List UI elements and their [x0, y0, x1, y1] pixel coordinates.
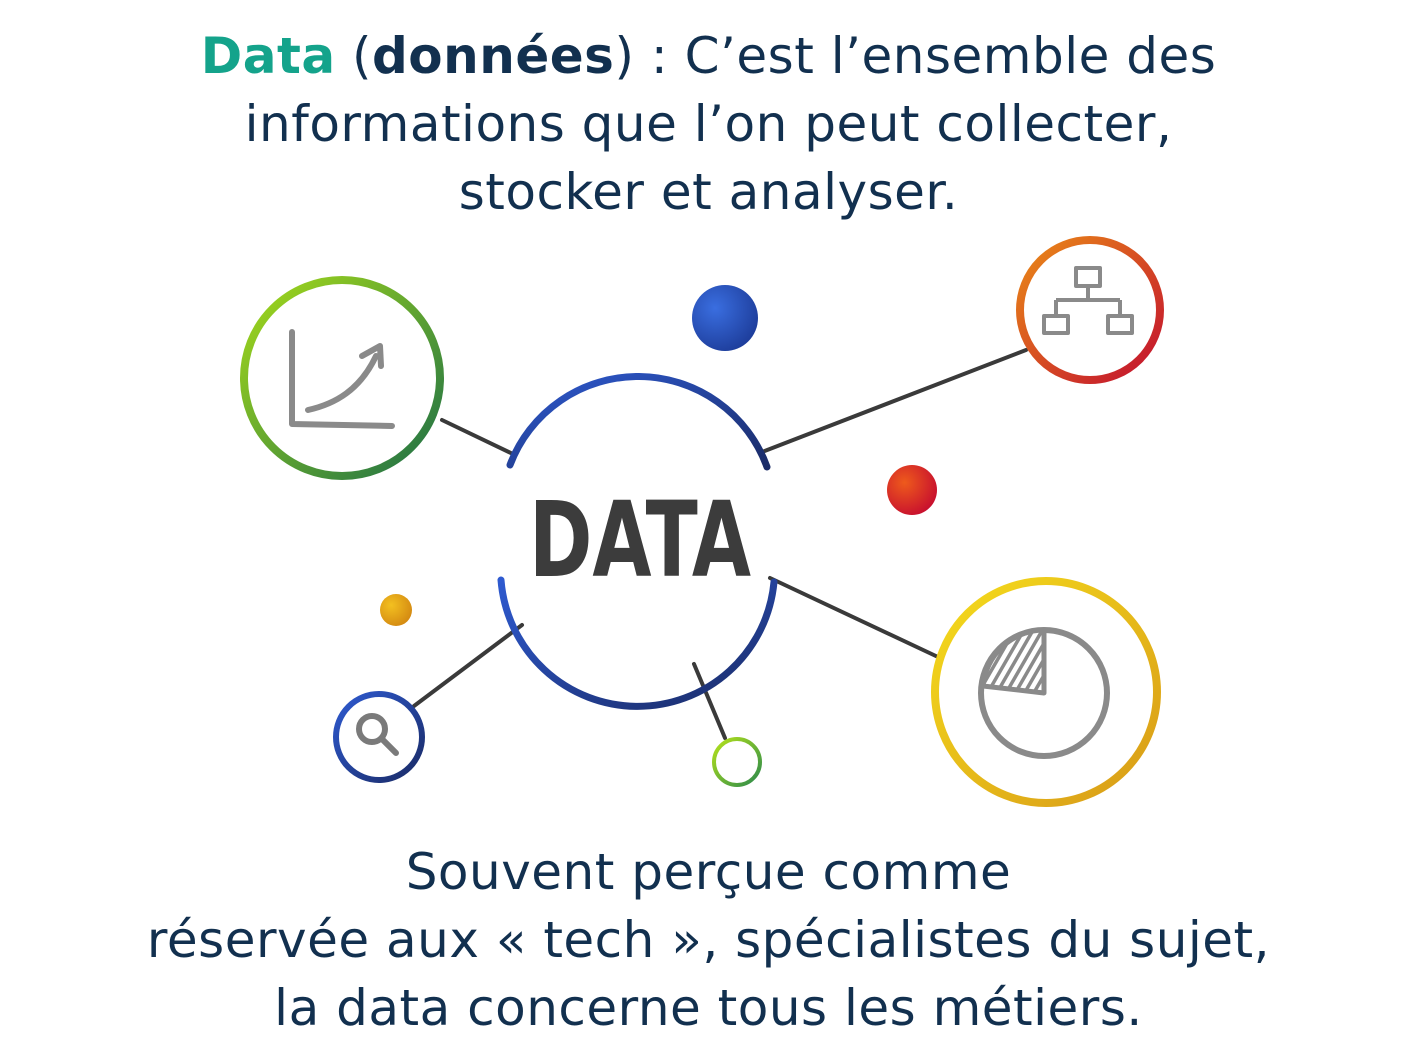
connector-lines [412, 348, 1028, 740]
headline: Data (données) : C’est l’ensemble des in… [0, 22, 1417, 226]
growth-chart-node [240, 276, 444, 480]
magnifier-node [333, 691, 425, 783]
footer-line-2: réservée aux « tech », spécialistes du s… [146, 911, 1271, 969]
blue-dot [692, 285, 758, 351]
yellow-dot [380, 594, 412, 626]
term-data: Data [200, 27, 336, 85]
connector-growth [440, 418, 517, 457]
footer-text: Souvent perçue comme réservée aux « tech… [0, 838, 1417, 1042]
connector-pie [768, 576, 940, 659]
close-paren: ) [614, 27, 635, 85]
footer-line-3: la data concerne tous les métiers. [274, 979, 1143, 1037]
central-ring-top [506, 373, 771, 471]
data-center-label: DATA [529, 479, 751, 601]
org-chart-node [1016, 236, 1164, 384]
pie-chart-node [931, 577, 1161, 807]
headline-line-2: informations que l’on peut collecter, [244, 95, 1173, 153]
headline-line-3: stocker et analyser. [458, 163, 959, 221]
magnifier-icon [356, 713, 399, 756]
connector-org [760, 348, 1028, 454]
empty-node-icon [712, 737, 762, 787]
small-empty-node [712, 737, 762, 787]
central-data-node: DATA [497, 373, 778, 710]
term-donnees: données [372, 27, 615, 85]
open-paren: ( [352, 27, 373, 85]
pie-chart-icon [978, 627, 1110, 759]
headline-line-1-rest: : C’est l’ensemble des [634, 27, 1217, 85]
connector-magnifier [412, 623, 524, 708]
connector-small [692, 662, 727, 740]
org-chart-icon [1042, 266, 1134, 335]
footer-line-1: Souvent perçue comme [405, 843, 1012, 901]
central-ring-bottom [497, 576, 778, 710]
growth-chart-icon [289, 329, 395, 429]
red-dot [887, 465, 937, 515]
headline-line-1: Data (données) : C’est l’ensemble des [0, 22, 1417, 90]
